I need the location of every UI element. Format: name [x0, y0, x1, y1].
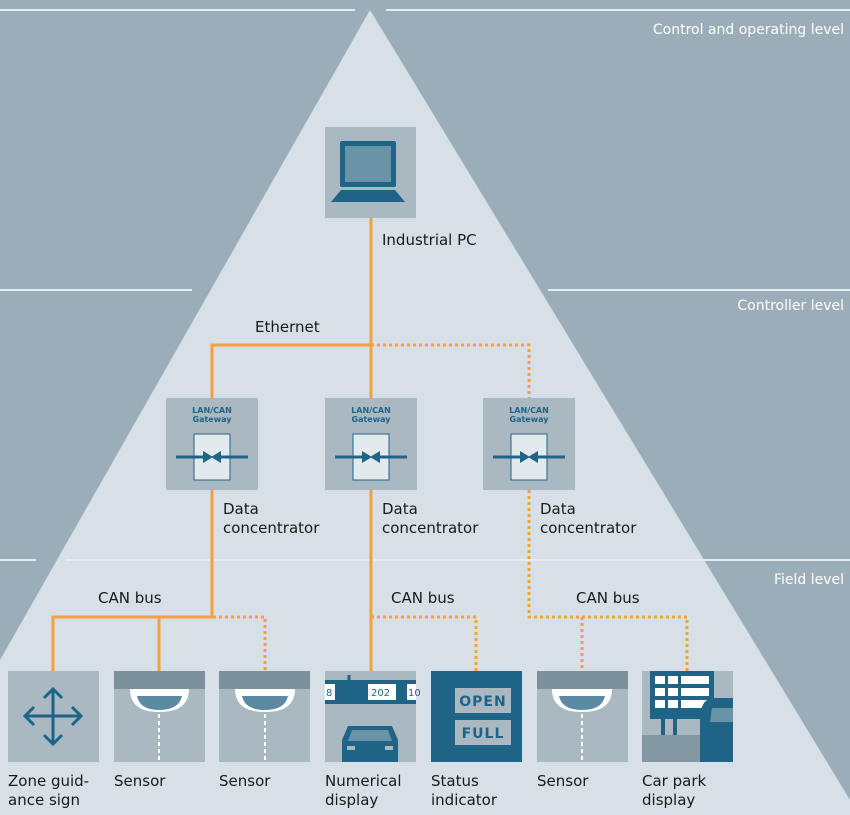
gateway-3-caption-line2: concentrator — [540, 519, 637, 537]
can-bus-3-label: CAN bus — [576, 589, 640, 607]
network-lines — [51, 218, 689, 671]
device-3-caption-line1: Sensor — [219, 772, 271, 790]
device-6-caption-line1: Sensor — [537, 772, 589, 790]
industrial-pc-icon — [325, 127, 416, 218]
ethernet-label: Ethernet — [255, 318, 320, 336]
gateway-1-icon — [166, 398, 258, 490]
gateway-1-title-line2: Gateway — [192, 415, 232, 424]
numerical-display-middle-value: 202 — [371, 688, 390, 699]
device-4-caption: Numerical display — [325, 772, 402, 810]
status-indicator-icon — [431, 671, 522, 762]
level-divider-lines — [0, 9, 850, 561]
device-7-caption: Car park display — [642, 772, 706, 810]
gateway-2-caption: Data concentrator — [382, 500, 478, 538]
controller-level-label: Controller level — [737, 298, 844, 314]
gateway-3-title-line2: Gateway — [509, 415, 549, 424]
gateway-2-title: LAN/CAN Gateway — [325, 406, 417, 424]
device-2-caption: Sensor — [114, 772, 165, 791]
gateway-2-icon — [325, 398, 417, 490]
gateway-1-caption-line1: Data — [223, 500, 259, 518]
control-level-label: Control and operating level — [652, 22, 844, 38]
device-2-caption-line1: Sensor — [114, 772, 166, 790]
device-5-caption: Status indicator — [431, 772, 497, 810]
gateway-1-title-line1: LAN/CAN — [192, 406, 232, 415]
gateway-3-title-line1: LAN/CAN — [509, 406, 549, 415]
numerical-display-left-value: 8 — [326, 688, 332, 699]
device-6-caption: Sensor — [537, 772, 588, 791]
gateway-3-title: LAN/CAN Gateway — [483, 406, 575, 424]
sensor-1-icon — [114, 671, 205, 762]
status-full-text: FULL — [462, 726, 505, 742]
device-4-caption-line2: display — [325, 791, 379, 809]
gateway-3-caption: Data concentrator — [540, 500, 636, 538]
numerical-display-icon — [325, 671, 416, 762]
gateway-2-title-line2: Gateway — [351, 415, 391, 424]
device-7-caption-line2: display — [642, 791, 696, 809]
field-level-label: Field level — [773, 572, 844, 588]
device-5-caption-line2: indicator — [431, 791, 498, 809]
numerical-display-right-value: 10 — [408, 688, 421, 699]
device-5-caption-line1: Status — [431, 772, 479, 790]
gateway-2-title-line1: LAN/CAN — [351, 406, 391, 415]
gateway-2-caption-line2: concentrator — [382, 519, 479, 537]
device-1-caption-line2: ance sign — [8, 791, 80, 809]
device-4-caption-line1: Numerical — [325, 772, 402, 790]
gateway-1-caption-line2: concentrator — [223, 519, 320, 537]
gateway-1-caption: Data concentrator — [223, 500, 319, 538]
device-3-caption: Sensor — [219, 772, 270, 791]
zone-guidance-sign-icon — [8, 671, 99, 762]
can-bus-2-label: CAN bus — [391, 589, 455, 607]
device-1-caption-line1: Zone guid- — [8, 772, 90, 790]
gateway-2-caption-line1: Data — [382, 500, 418, 518]
device-1-caption: Zone guid- ance sign — [8, 772, 89, 810]
status-open-text: OPEN — [459, 694, 506, 710]
can-bus-1-label: CAN bus — [98, 589, 162, 607]
sensor-3-icon — [537, 671, 628, 762]
industrial-pc-label: Industrial PC — [382, 231, 477, 249]
sensor-2-icon — [219, 671, 310, 762]
gateway-1-title: LAN/CAN Gateway — [166, 406, 258, 424]
device-7-caption-line1: Car park — [642, 772, 707, 790]
car-park-display-icon — [642, 671, 733, 762]
gateway-3-caption-line1: Data — [540, 500, 576, 518]
gateway-3-icon — [483, 398, 575, 490]
